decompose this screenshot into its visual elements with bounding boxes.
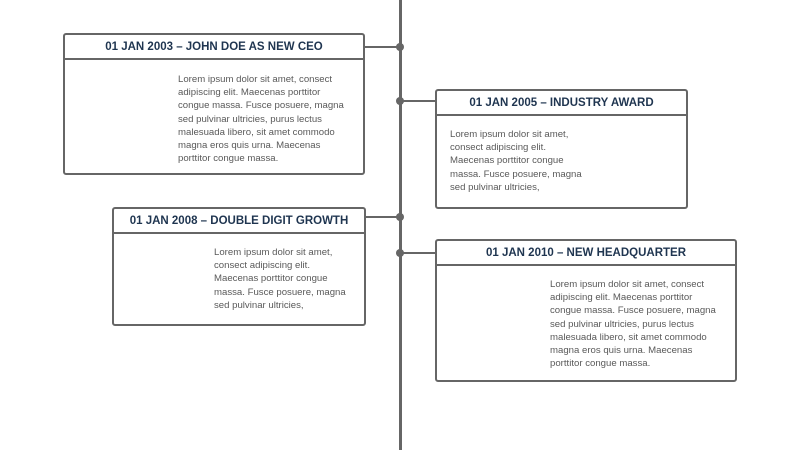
timeline-axis bbox=[399, 0, 402, 450]
event-title: 01 JAN 2005 – INDUSTRY AWARD bbox=[437, 91, 686, 116]
connector-event-3 bbox=[364, 216, 400, 218]
event-description: Lorem ipsum dolor sit amet, consect adip… bbox=[178, 74, 344, 165]
timeline-dot-event-3 bbox=[396, 213, 404, 221]
event-description: Lorem ipsum dolor sit amet, consect adip… bbox=[214, 247, 346, 311]
connector-event-4 bbox=[400, 252, 437, 254]
event-description: Lorem ipsum dolor sit amet, consect adip… bbox=[550, 279, 716, 370]
timeline-dot-event-1 bbox=[396, 43, 404, 51]
timeline-card-event-2: 01 JAN 2005 – INDUSTRY AWARD Lorem ipsum… bbox=[435, 89, 688, 209]
event-title: 01 JAN 2003 – JOHN DOE AS NEW CEO bbox=[65, 35, 363, 60]
timeline-dot-event-2 bbox=[396, 97, 404, 105]
timeline-card-event-4: 01 JAN 2010 – NEW HEADQUARTER Lorem ipsu… bbox=[435, 239, 737, 382]
event-title: 01 JAN 2008 – DOUBLE DIGIT GROWTH bbox=[114, 209, 364, 234]
event-description: Lorem ipsum dolor sit amet, consect adip… bbox=[450, 129, 582, 193]
event-title: 01 JAN 2010 – NEW HEADQUARTER bbox=[437, 241, 735, 266]
connector-event-2 bbox=[400, 100, 437, 102]
connector-event-1 bbox=[364, 46, 400, 48]
timeline-card-event-1: 01 JAN 2003 – JOHN DOE AS NEW CEO Lorem … bbox=[63, 33, 365, 175]
timeline-dot-event-4 bbox=[396, 249, 404, 257]
timeline-card-event-3: 01 JAN 2008 – DOUBLE DIGIT GROWTH Lorem … bbox=[112, 207, 366, 326]
